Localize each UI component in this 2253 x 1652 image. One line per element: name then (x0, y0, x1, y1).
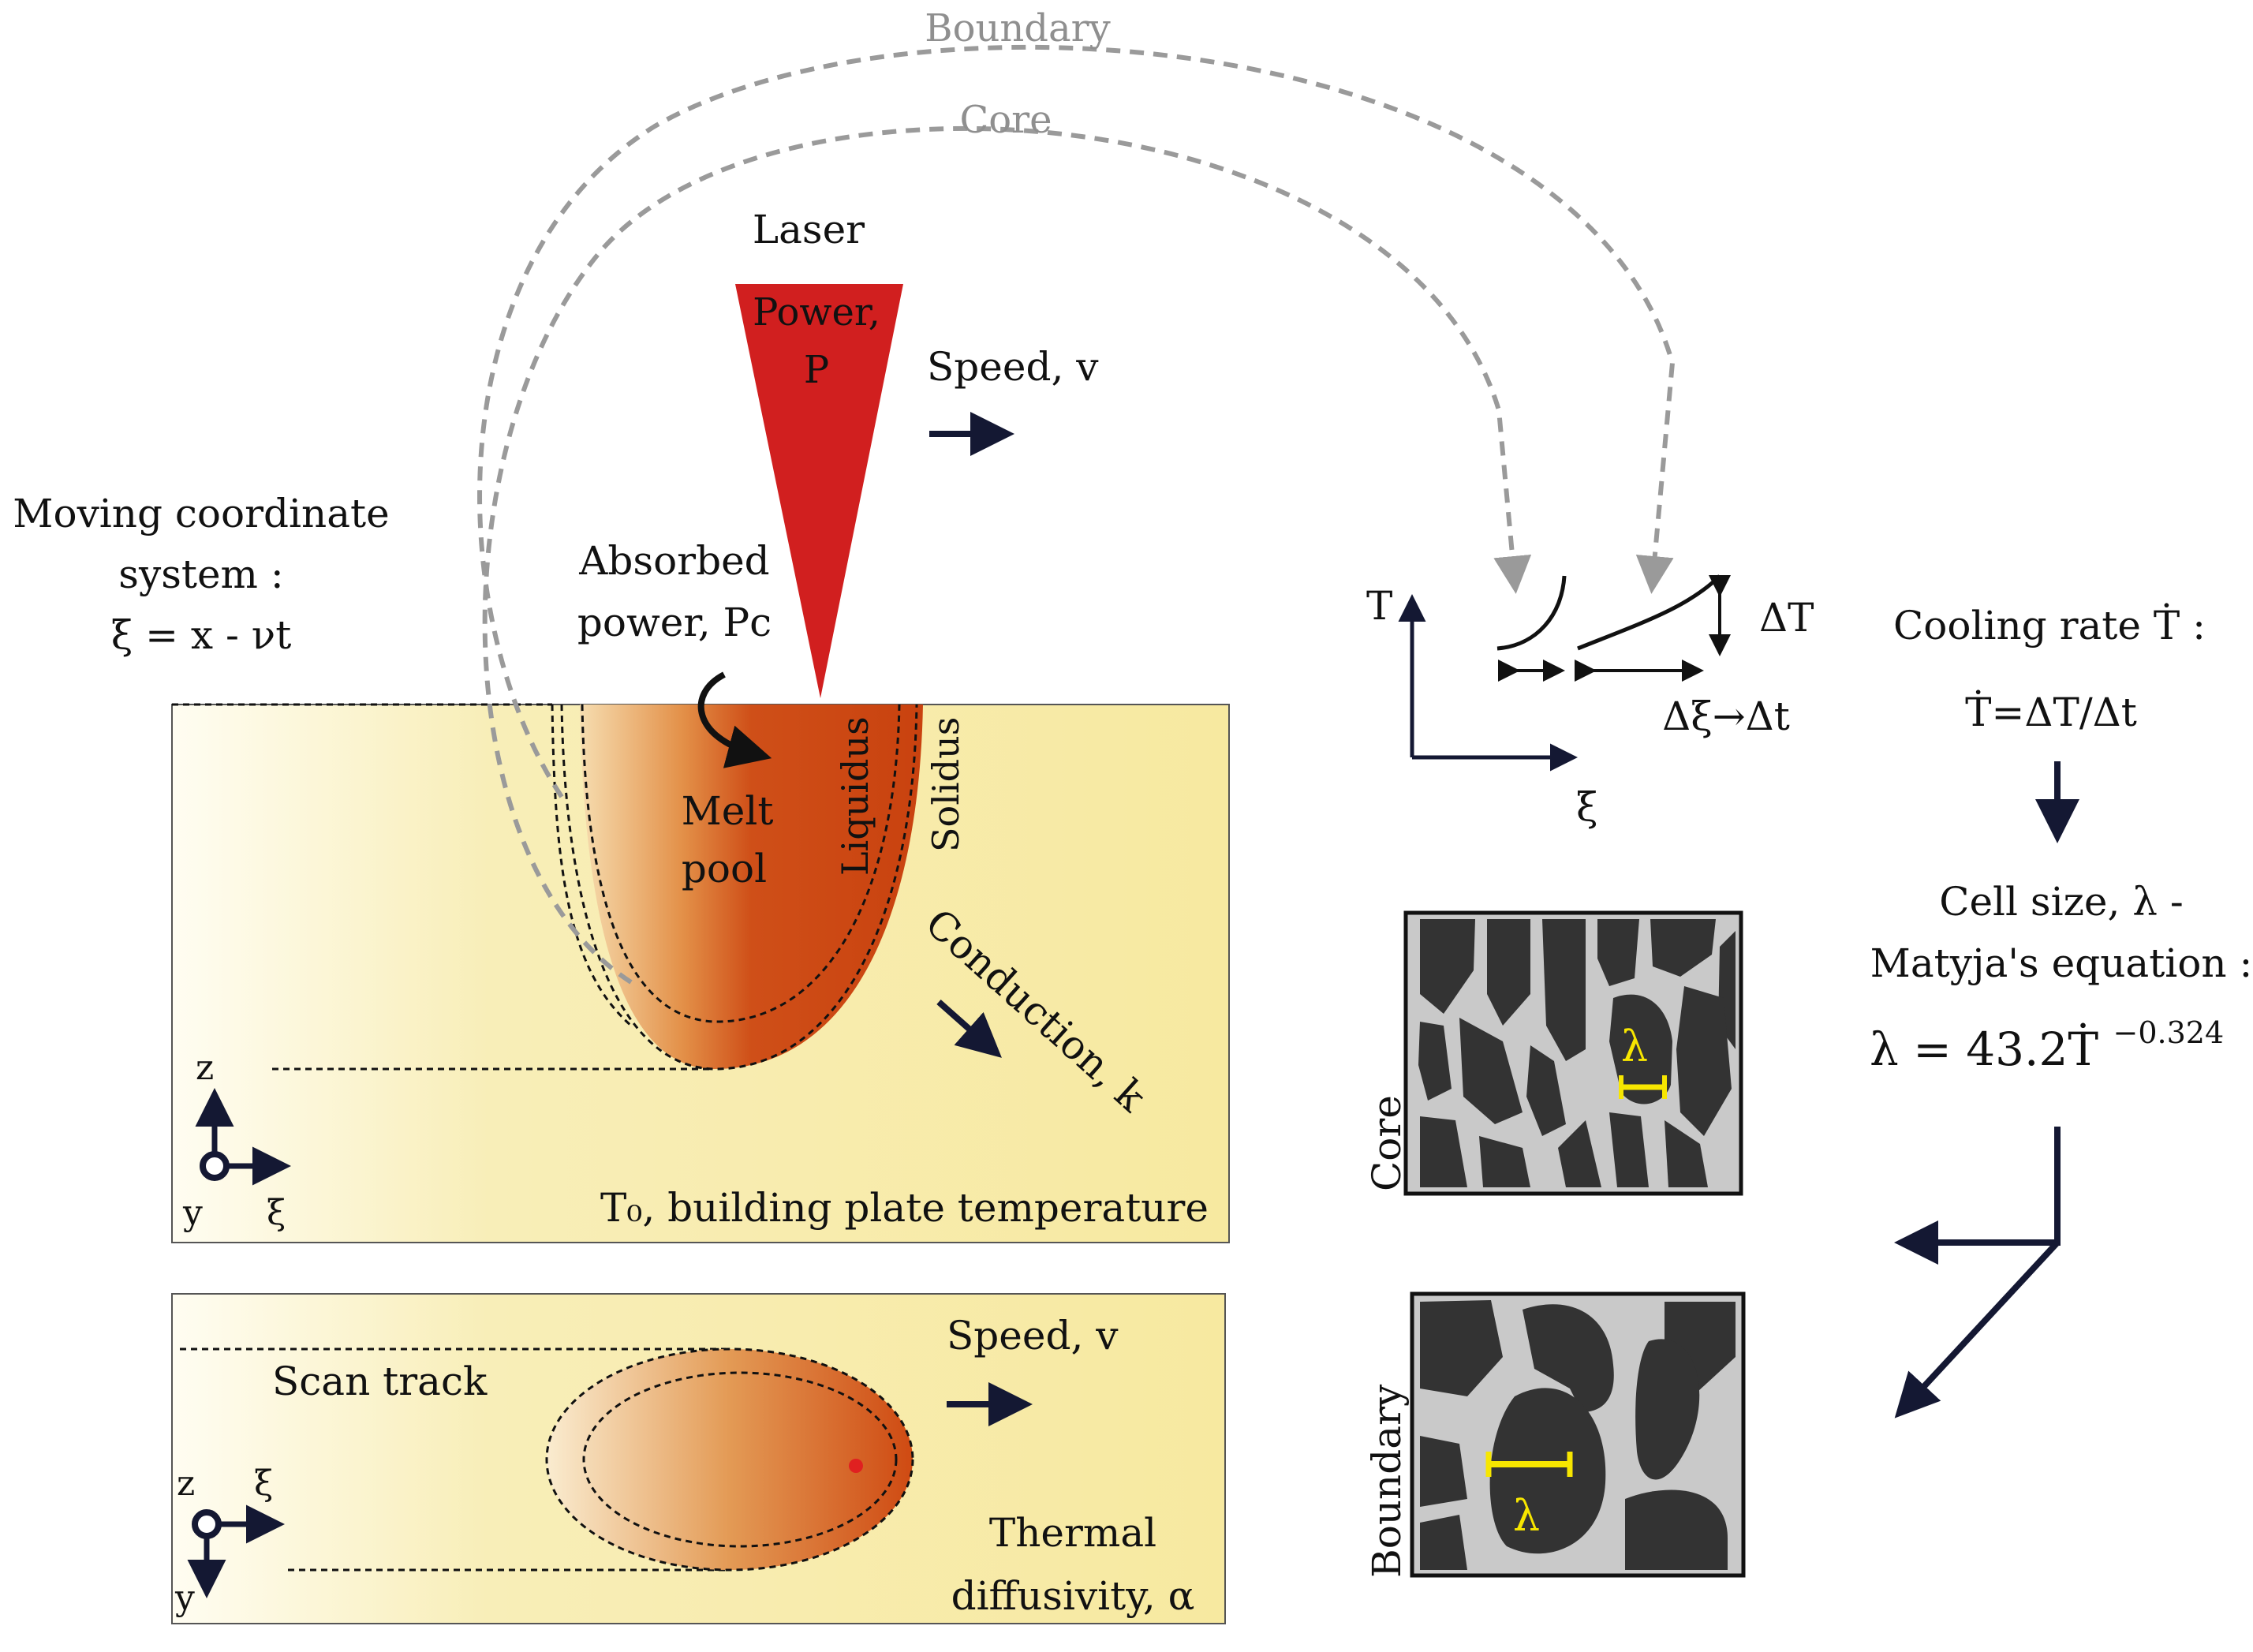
laser-spot (849, 1459, 863, 1473)
speed-bottom-label: Speed, v (947, 1313, 1119, 1359)
laser-power-symbol: P (804, 348, 829, 392)
laser-beam (735, 284, 903, 698)
cooling-rate-equation: Ṫ=ΔT/Δt (1965, 689, 2137, 735)
plan-contour-inner (582, 1371, 898, 1548)
conduction-arrow (936, 1000, 1002, 1058)
melt-pool-label-1: Melt (682, 788, 774, 834)
thermal-label-1: Thermal (989, 1510, 1156, 1556)
matyja-equation-exponent: −0.324 (2113, 1015, 2225, 1050)
matyja-equation: λ = 43.2Ṫ −0.324 (1870, 1015, 2224, 1076)
core-grains (1418, 919, 1736, 1187)
scan-track-label: Scan track (272, 1359, 488, 1404)
cell-size-label: Cell size, λ - (1939, 879, 2184, 925)
axis-y-origin-top (200, 1151, 230, 1181)
absorbed-power-arrow (697, 671, 772, 768)
axis-z-origin-bottom (192, 1509, 222, 1539)
boundary-micro-label: Boundary (1364, 1384, 1410, 1578)
axis-y-label-bottom: y (174, 1578, 195, 1618)
delta-xi-label: Δξ→Δt (1662, 693, 1790, 739)
cooling-rate-label: Cooling rate Ṫ : (1893, 602, 2206, 648)
graph-t-label: T (1366, 583, 1392, 629)
core-cooling-curve (1577, 574, 1721, 651)
laser-power-label: Power, (753, 290, 880, 335)
delta-t-label: ΔT (1759, 595, 1814, 641)
absorbed-power-label-2: power, Pc (577, 600, 772, 645)
axis-y-label-top: y (182, 1193, 203, 1233)
split-arrow-stem (1894, 1127, 2061, 1265)
absorbed-power-label-1: Absorbed (578, 538, 769, 584)
matyja-label: Matyja's equation : (1870, 940, 2253, 986)
graph-xi-label: ξ (1576, 784, 1598, 830)
speed-top-label: Speed, v (927, 344, 1099, 390)
split-arrow-diagonal (1894, 1240, 2060, 1418)
melt-pool-label-2: pool (682, 846, 767, 891)
moving-coord-label-1: Moving coordinate (13, 491, 389, 536)
boundary-arc-label: Boundary (925, 6, 1110, 50)
core-arc-label: Core (960, 98, 1052, 142)
boundary-lambda-symbol: λ (1513, 1491, 1540, 1541)
outer-contour (551, 704, 632, 1027)
axis-z-label-top: z (196, 1048, 214, 1088)
moving-coord-equation: ξ = x - νt (111, 612, 292, 658)
solidus-label: Solidus (925, 717, 967, 852)
moving-coord-label-2: system : (118, 551, 283, 597)
t0-label: T₀, building plate temperature (600, 1185, 1209, 1231)
liquidus-label: Liquidus (834, 716, 876, 876)
matyja-equation-base: λ = 43.2Ṫ (1870, 1022, 2098, 1076)
core-arc (482, 125, 1532, 985)
boundary-cooling-curve (1496, 575, 1567, 651)
core-micro-label: Core (1364, 1095, 1410, 1191)
thermal-label-2: diffusivity, α (951, 1573, 1195, 1619)
axis-xi-label-top: ξ (267, 1193, 286, 1233)
plan-contour-outer (545, 1347, 914, 1572)
axis-z-label-bottom: z (177, 1463, 195, 1504)
boundary-grains (1420, 1300, 1736, 1570)
melt-pool (580, 705, 923, 1069)
axis-xi-label-bottom: ξ (254, 1463, 273, 1504)
boundary-arc (477, 44, 1676, 798)
melt-pool-plan (547, 1349, 913, 1570)
liquidus-contour (581, 704, 901, 1023)
core-lambda-symbol: λ (1621, 1022, 1648, 1071)
laser-title: Laser (753, 207, 865, 252)
